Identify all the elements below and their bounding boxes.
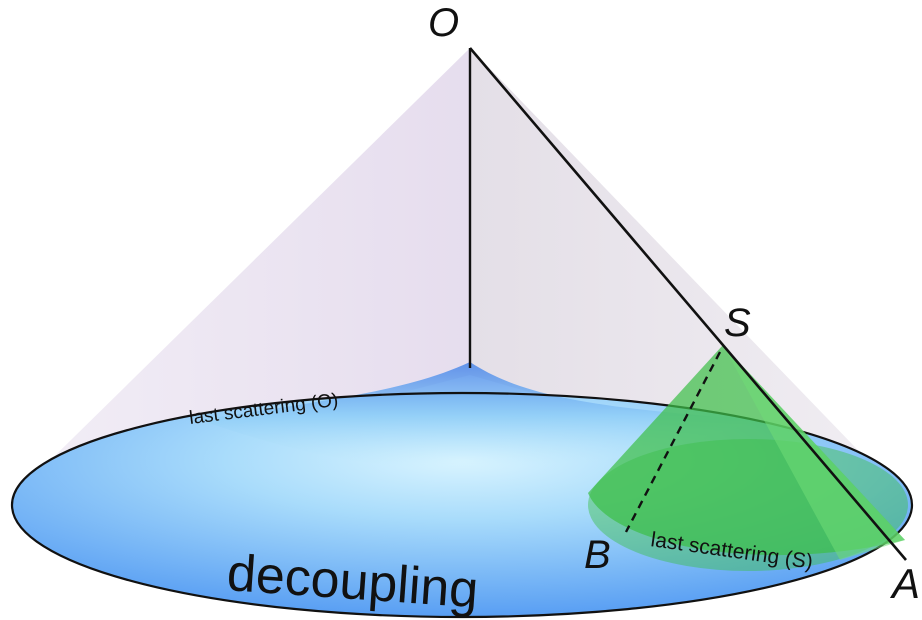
point-S-label: S xyxy=(724,301,751,345)
point-O-label: O xyxy=(428,1,459,45)
observer-cone-right xyxy=(470,48,906,500)
decoupling-outline xyxy=(10,391,914,619)
observer-cone-left xyxy=(18,48,470,492)
last-scattering-bump xyxy=(200,362,760,470)
line-OA xyxy=(469,47,907,561)
point-B-label: B xyxy=(584,533,611,577)
line-SB-dashed xyxy=(624,351,722,533)
point-A-label: A xyxy=(889,560,920,607)
